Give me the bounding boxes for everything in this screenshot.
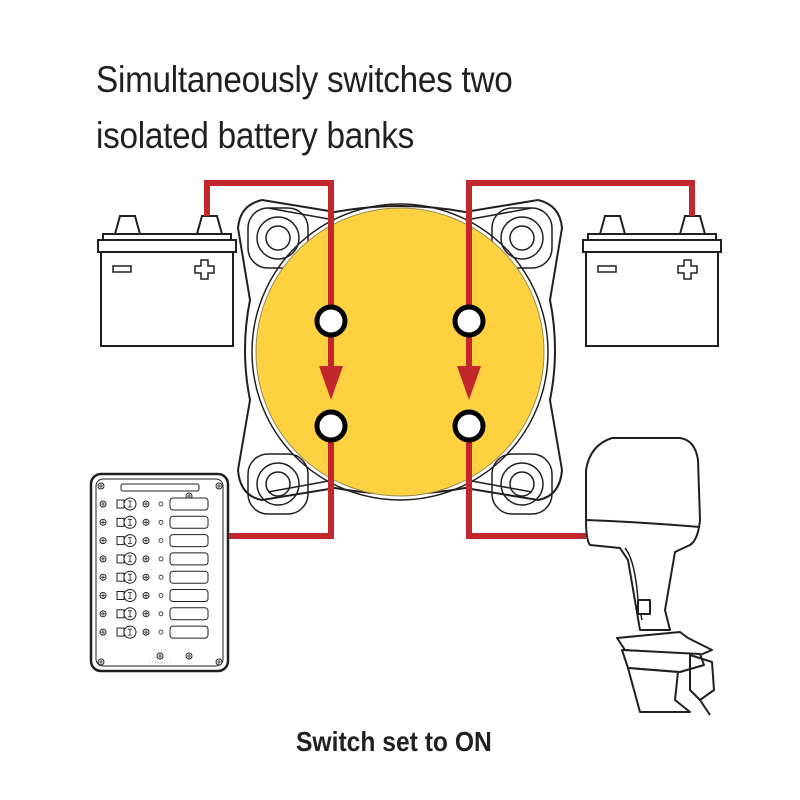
screw-slot: [101, 556, 105, 561]
breaker-toggle: [116, 609, 125, 619]
circuit-label-slot: [169, 497, 209, 511]
screw-slot: [187, 654, 191, 658]
breaker-mark: [128, 628, 132, 636]
wire-switch-to-panel: [229, 441, 334, 539]
indicator-led: [158, 556, 164, 562]
breaker-mark: [128, 500, 132, 508]
indicator-led: [158, 611, 164, 617]
screw-slot: [101, 611, 105, 616]
screw-slot: [144, 593, 148, 598]
breaker-toggle: [116, 627, 125, 637]
terminal-out-right: [452, 409, 486, 443]
circuit-label-slot: [169, 534, 209, 548]
mounting-hole-bottom-right: [491, 453, 553, 515]
screw-slot: [99, 660, 103, 664]
screw-slot: [101, 593, 105, 598]
switch-state-caption: Switch set to ON: [296, 726, 492, 757]
screw-slot: [144, 575, 148, 580]
screw-slot: [144, 520, 148, 525]
breaker-toggle: [116, 536, 125, 546]
breaker-mark: [128, 592, 132, 599]
diagram-title: Simultaneously switches two isolated bat…: [96, 52, 513, 164]
breaker-toggle: [116, 517, 125, 527]
screw-slot: [101, 538, 105, 543]
breaker-toggle: [116, 572, 125, 582]
battery-switch: [236, 198, 564, 515]
screw-slot: [187, 494, 191, 498]
circuit-label-slot: [169, 552, 209, 566]
screw-slot: [144, 502, 148, 506]
screw-slot: [158, 654, 162, 658]
breaker-mark: [128, 555, 132, 563]
circuit-label-slot: [169, 515, 209, 529]
outboard-motor: [585, 437, 715, 716]
indicator-led: [158, 593, 164, 598]
wire-switch-to-motor: [466, 441, 586, 539]
arrow-down-icon: [457, 366, 481, 400]
terminal-in-left: [314, 304, 348, 338]
negative-terminal-icon: [112, 265, 132, 273]
title-line-1: Simultaneously switches two: [96, 59, 513, 100]
screw-slot: [144, 538, 148, 543]
terminal-in-right: [452, 304, 486, 338]
negative-terminal-icon: [597, 265, 617, 273]
screw-slot: [144, 630, 148, 635]
breaker-toggle: [116, 591, 125, 600]
screw-slot: [101, 502, 105, 506]
indicator-led: [158, 538, 164, 543]
wiring: [204, 180, 695, 539]
screw-slot: [101, 575, 105, 580]
screw-slot: [144, 611, 148, 616]
switch-terminals: [314, 304, 486, 443]
positive-terminal-icon: [194, 259, 215, 280]
indicator-led: [158, 629, 164, 635]
current-flow-arrows: [319, 366, 481, 400]
switch-panel: · · · · · · · ·: [89, 472, 230, 673]
screw-slot: [144, 556, 148, 561]
battery-right: [582, 215, 722, 347]
screw-slot: [99, 484, 103, 488]
breaker-toggle: [116, 554, 125, 564]
circuit-label-slot: [169, 589, 209, 602]
svg-text:· · · · · · · ·: · · · · · · · ·: [148, 660, 171, 666]
screw-slot: [217, 484, 221, 488]
indicator-led: [158, 501, 164, 507]
breaker-mark: [128, 518, 132, 526]
circuit-label-slot: [169, 625, 209, 639]
mounting-hole-bottom-left: [247, 453, 309, 515]
arrow-down-icon: [319, 366, 343, 400]
indicator-led: [158, 519, 164, 525]
breaker-mark: [128, 537, 132, 544]
breaker-mark: [128, 573, 132, 581]
breaker-mark: [128, 610, 132, 618]
circuit-label-slot: [169, 607, 209, 621]
circuit-label-slot: [169, 570, 209, 584]
screw-slot: [217, 660, 221, 664]
wire-right-battery-to-switch: [466, 180, 695, 306]
switch-yellow-dial: [255, 207, 545, 497]
battery-left: [97, 215, 237, 347]
indicator-led: [158, 574, 164, 580]
title-line-2: isolated battery banks: [96, 115, 415, 156]
wire-left-battery-to-switch: [204, 180, 334, 306]
positive-terminal-icon: [677, 259, 698, 280]
breaker-toggle: [116, 499, 125, 509]
screw-slot: [101, 520, 105, 525]
terminal-out-left: [314, 409, 348, 443]
screw-slot: [101, 630, 105, 635]
